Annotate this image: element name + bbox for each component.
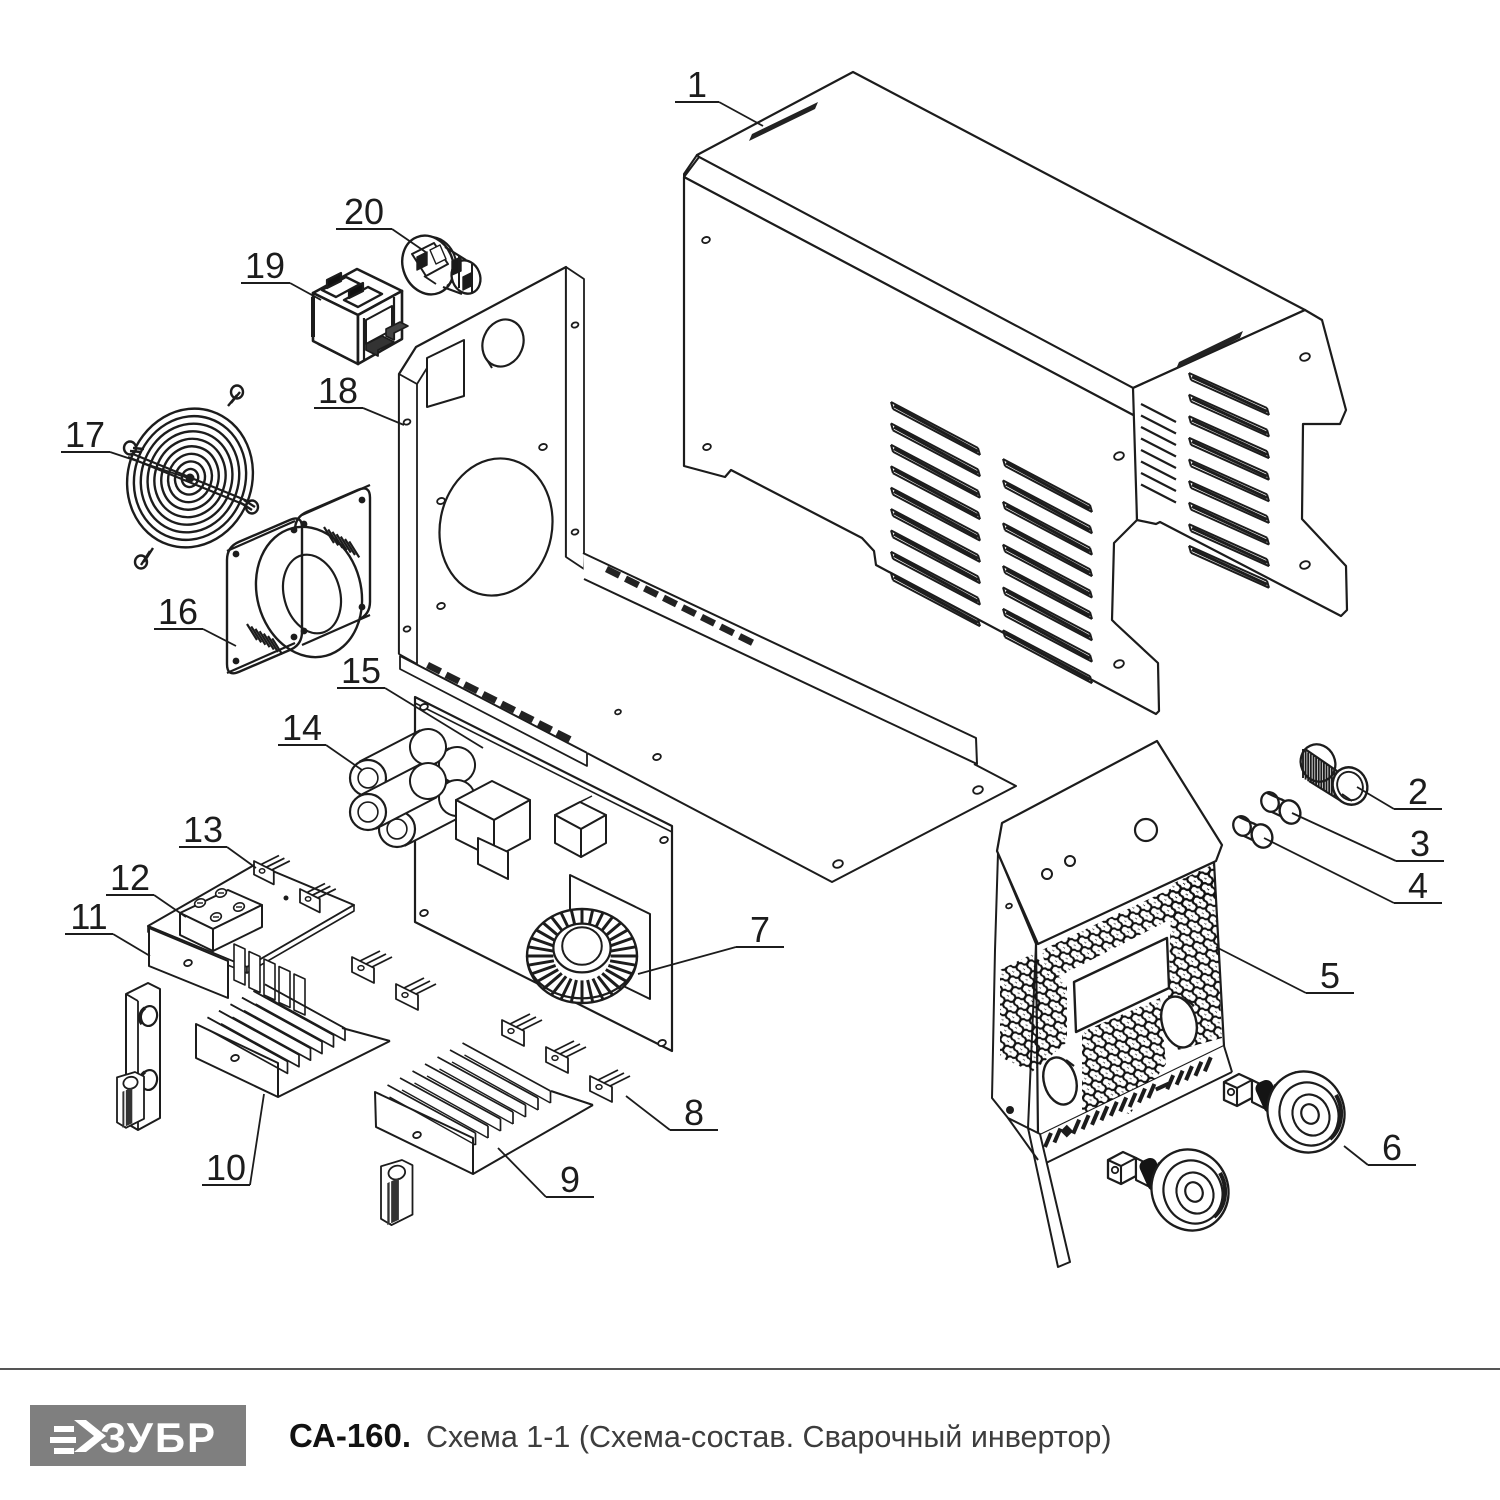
svg-text:11: 11 [70, 896, 107, 937]
svg-text:18: 18 [318, 370, 358, 411]
svg-text:16: 16 [158, 591, 198, 632]
svg-text:1: 1 [687, 64, 707, 105]
svg-text:5: 5 [1320, 955, 1340, 996]
svg-text:9: 9 [560, 1159, 580, 1200]
svg-text:19: 19 [245, 245, 285, 286]
svg-text:14: 14 [282, 707, 322, 748]
svg-text:2: 2 [1408, 771, 1428, 812]
svg-text:17: 17 [65, 414, 105, 455]
svg-text:20: 20 [344, 191, 384, 232]
svg-text:8: 8 [684, 1092, 704, 1133]
svg-text:Схема 1-1 (Схема-состав. Сваро: Схема 1-1 (Схема-состав. Сварочный инвер… [426, 1420, 1112, 1454]
svg-text:15: 15 [341, 650, 381, 691]
svg-text:12: 12 [110, 857, 150, 898]
svg-text:4: 4 [1408, 865, 1428, 906]
svg-text:13: 13 [183, 809, 223, 850]
svg-text:6: 6 [1382, 1127, 1402, 1168]
svg-text:ЗУБР: ЗУБР [100, 1414, 217, 1461]
svg-text:СА-160.: СА-160. [289, 1417, 411, 1454]
svg-text:10: 10 [206, 1147, 246, 1188]
svg-text:3: 3 [1410, 823, 1430, 864]
svg-text:7: 7 [750, 909, 770, 950]
